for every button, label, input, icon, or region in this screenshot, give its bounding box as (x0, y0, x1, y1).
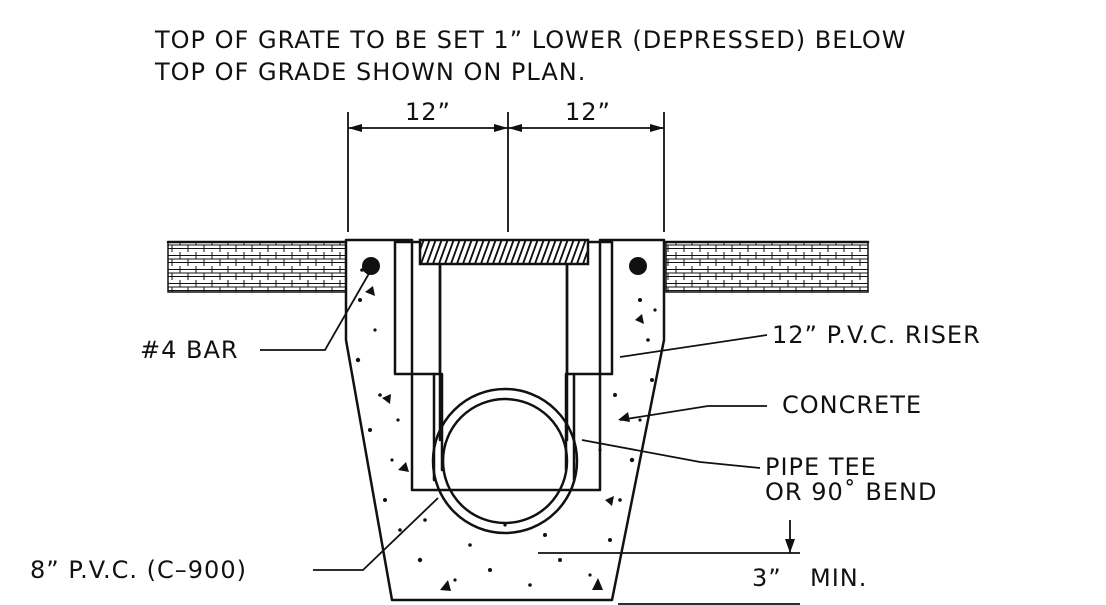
label-pipe: 8” P.V.C. (C–900) (30, 556, 247, 584)
concrete-encasement (344, 238, 666, 602)
concrete-speckles (355, 268, 657, 591)
note-line-2: TOP OF GRADE SHOWN ON PLAN. (154, 58, 586, 86)
callout-leaders (260, 269, 768, 571)
label-min-cover-suffix: MIN. (810, 564, 867, 592)
grate (418, 238, 590, 266)
grade-soil-left (167, 241, 347, 293)
pvc-riser (393, 240, 614, 482)
width-dimension (347, 112, 665, 232)
min-cover-dimension (538, 520, 800, 605)
note-line-1: TOP OF GRATE TO BE SET 1” LOWER (DEPRESS… (154, 26, 907, 54)
label-rebar: #4 BAR (140, 336, 239, 364)
label-pipe-tee-2: OR 90˚ BEND (765, 478, 937, 506)
rebar-left (362, 257, 380, 275)
rebar-right (629, 257, 647, 275)
label-min-cover: 3” (752, 564, 782, 592)
label-pipe-tee-1: PIPE TEE (765, 453, 877, 481)
grade-soil-right (665, 241, 869, 293)
dimension-right-width: 12” (565, 98, 611, 126)
label-concrete: CONCRETE (782, 391, 922, 419)
label-riser: 12” P.V.C. RISER (772, 321, 981, 349)
dimension-left-width: 12” (405, 98, 451, 126)
pvc-pipe-section (431, 387, 579, 535)
